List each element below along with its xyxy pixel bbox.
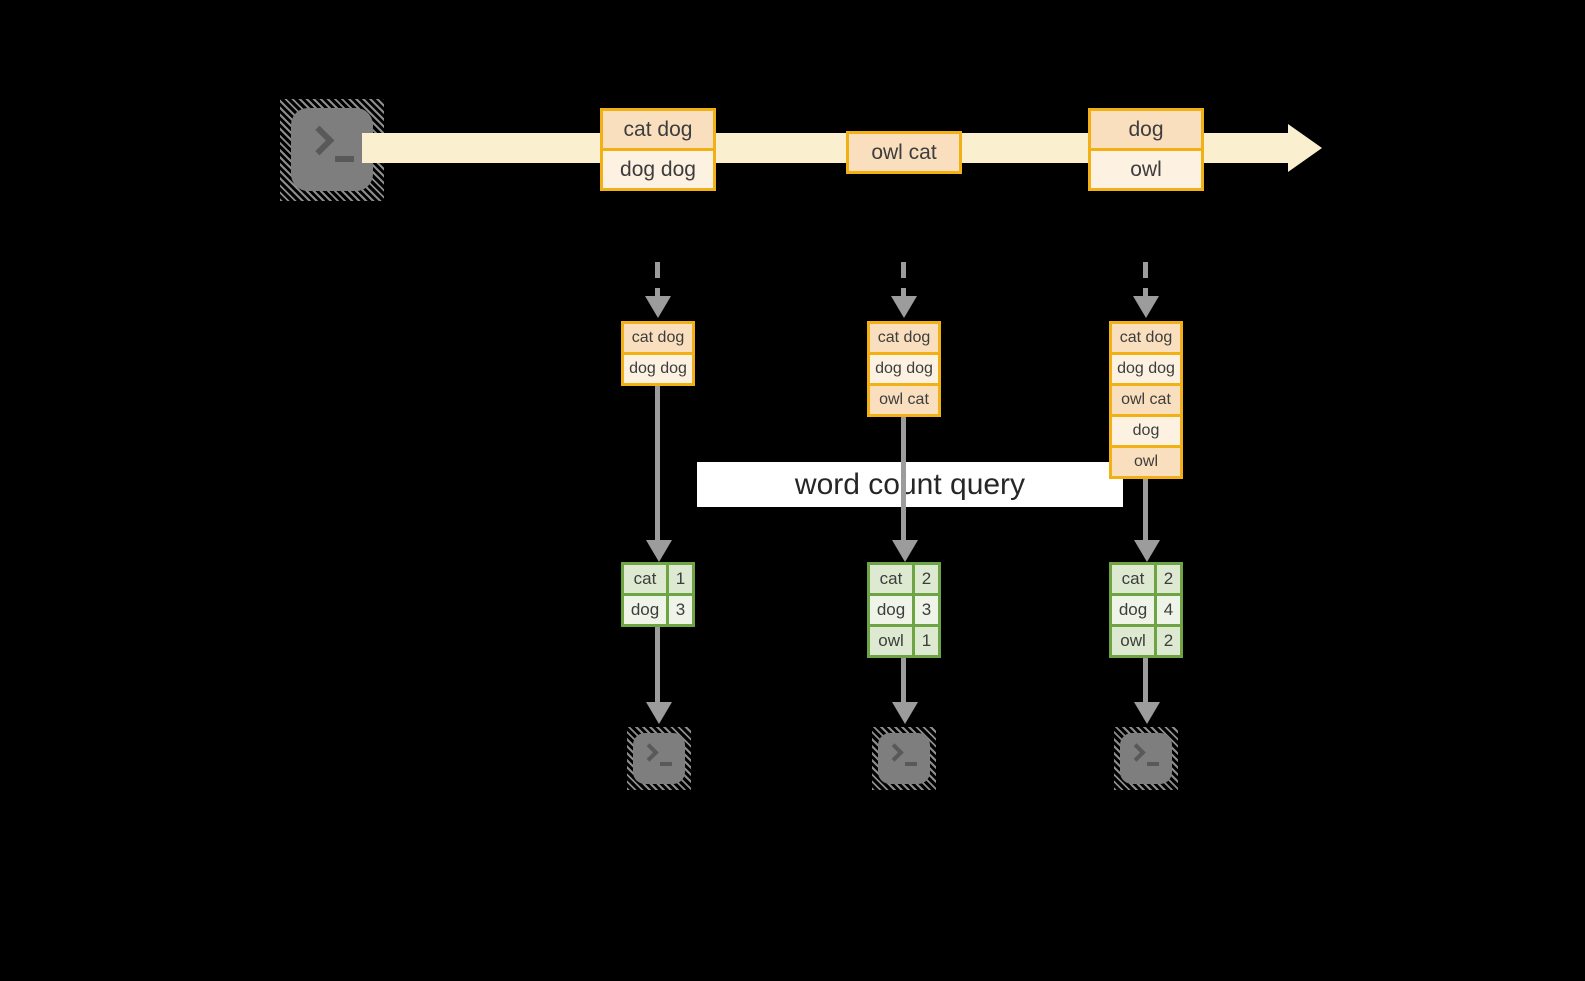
word-cell: owl — [1112, 627, 1157, 655]
state-line: owl — [1112, 445, 1180, 476]
terminal-icon — [1114, 727, 1178, 790]
stream-arrowhead-icon — [1288, 124, 1322, 172]
table-row: cat 2 — [870, 565, 938, 593]
prompt-underscore-icon — [660, 762, 672, 766]
prompt-underscore-icon — [335, 156, 354, 162]
table-row: dog 3 — [870, 593, 938, 624]
state-line: owl cat — [1112, 383, 1180, 414]
state-box-2: cat dog dog dog owl cat — [867, 321, 941, 417]
table-row: cat 1 — [624, 565, 692, 593]
terminal-window — [1120, 733, 1172, 784]
dashed-arrowhead-icon — [891, 296, 917, 318]
output-arrow-line — [655, 627, 660, 704]
count-table-2: cat 2 dog 3 owl 1 — [867, 562, 941, 658]
prompt-underscore-icon — [905, 762, 917, 766]
count-cell: 3 — [669, 596, 692, 624]
output-arrowhead-icon — [892, 702, 918, 724]
stream-event-2: owl cat — [846, 131, 962, 174]
output-arrow-line — [1143, 658, 1148, 704]
table-row: cat 2 — [1112, 565, 1180, 593]
prompt-chevron-icon — [1127, 743, 1146, 762]
query-arrow-line — [901, 417, 906, 542]
query-banner-label: word count query — [794, 467, 1026, 501]
count-table-1: cat 1 dog 3 — [621, 562, 695, 627]
word-cell: cat — [624, 565, 669, 593]
table-row: owl 2 — [1112, 624, 1180, 655]
word-cell: cat — [870, 565, 915, 593]
count-cell: 4 — [1157, 596, 1180, 624]
prompt-chevron-icon — [304, 125, 335, 156]
terminal-window — [633, 733, 685, 784]
prompt-chevron-icon — [885, 743, 904, 762]
count-cell: 2 — [1157, 565, 1180, 593]
stream-event-1: cat dog dog dog — [600, 108, 716, 191]
dashed-arrow-line — [1143, 262, 1148, 298]
query-arrow-line — [655, 386, 660, 542]
prompt-underscore-icon — [1147, 762, 1159, 766]
query-banner: word count query — [697, 462, 1123, 507]
event-line: cat dog — [603, 111, 713, 148]
stream-event-3: dog owl — [1088, 108, 1204, 191]
word-cell: cat — [1112, 565, 1157, 593]
event-line: dog — [1091, 111, 1201, 148]
table-row: dog 3 — [624, 593, 692, 624]
terminal-window — [291, 108, 373, 191]
count-cell: 3 — [915, 596, 938, 624]
state-line: cat dog — [870, 324, 938, 352]
output-arrowhead-icon — [1134, 702, 1160, 724]
state-line: dog dog — [870, 352, 938, 383]
dashed-arrowhead-icon — [1133, 296, 1159, 318]
word-cell: dog — [624, 596, 669, 624]
terminal-icon — [872, 727, 936, 790]
query-arrow-line — [1143, 479, 1148, 542]
terminal-window — [878, 733, 930, 784]
state-line: owl cat — [870, 383, 938, 414]
word-cell: dog — [1112, 596, 1157, 624]
state-box-3: cat dog dog dog owl cat dog owl — [1109, 321, 1183, 479]
word-cell: owl — [870, 627, 915, 655]
prompt-chevron-icon — [640, 743, 659, 762]
state-line: cat dog — [1112, 324, 1180, 352]
terminal-icon — [627, 727, 691, 790]
state-box-1: cat dog dog dog — [621, 321, 695, 386]
dashed-arrow-line — [901, 262, 906, 298]
dashed-arrow-line — [655, 262, 660, 298]
event-line: owl — [1091, 148, 1201, 188]
query-arrowhead-icon — [892, 540, 918, 562]
output-arrow-line — [901, 658, 906, 704]
event-line: dog dog — [603, 148, 713, 188]
table-row: owl 1 — [870, 624, 938, 655]
state-line: cat dog — [624, 324, 692, 352]
query-arrowhead-icon — [1134, 540, 1160, 562]
count-cell: 1 — [915, 627, 938, 655]
table-row: dog 4 — [1112, 593, 1180, 624]
event-line: owl cat — [849, 134, 959, 171]
count-cell: 1 — [669, 565, 692, 593]
count-table-3: cat 2 dog 4 owl 2 — [1109, 562, 1183, 658]
state-line: dog dog — [1112, 352, 1180, 383]
state-line: dog dog — [624, 352, 692, 383]
output-arrowhead-icon — [646, 702, 672, 724]
count-cell: 2 — [1157, 627, 1180, 655]
count-cell: 2 — [915, 565, 938, 593]
dashed-arrowhead-icon — [645, 296, 671, 318]
query-arrowhead-icon — [646, 540, 672, 562]
state-line: dog — [1112, 414, 1180, 445]
word-cell: dog — [870, 596, 915, 624]
